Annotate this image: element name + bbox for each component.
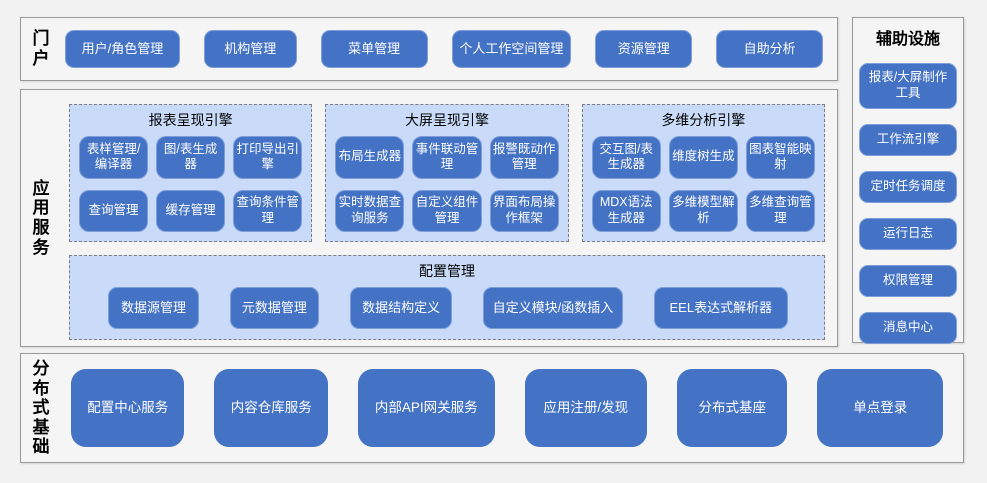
block-permission-management: 权限管理: [859, 265, 957, 297]
block-query-condition-management: 查询条件管理: [233, 189, 303, 233]
block-eel-expression-parser: EEL表达式解析器: [653, 287, 788, 329]
block-realtime-data-query-service: 实时数据查询服务: [335, 189, 405, 233]
block-print-export-engine: 打印导出引擎: [233, 136, 303, 179]
block-personal-workspace-management: 个人工作空间管理: [451, 30, 572, 68]
distributed-base-label: 分布式基础: [32, 359, 50, 457]
auxiliary-block-stack: 报表/大屏制作工具 工作流引擎 定时任务调度 运行日志 权限管理 消息中心: [859, 63, 957, 344]
portal-section-label: 门户: [32, 29, 50, 68]
portal-section: 门户 用户/角色管理 机构管理 菜单管理 个人工作空间管理 资源管理 自助分析: [20, 17, 838, 81]
block-self-service-analysis: 自助分析: [716, 30, 823, 68]
engine-panels-row: 报表呈现引擎 表样管理/编译器 图/表生成器 打印导出引擎 查询管理 缓存管理 …: [69, 104, 825, 243]
block-app-registration-discovery: 应用注册/发现: [524, 369, 648, 447]
engine-block-grid: 布局生成器 事件联动管理 报警既动作管理 实时数据查询服务 自定义组件管理 界面…: [326, 134, 567, 241]
application-services-section: 应用服务 报表呈现引擎 表样管理/编译器 图/表生成器 打印导出引擎 查询管理 …: [20, 89, 838, 347]
block-content-repository-service: 内容仓库服务: [214, 369, 328, 447]
block-multidim-query-management: 多维查询管理: [745, 189, 815, 233]
block-custom-component-management: 自定义组件管理: [412, 189, 482, 233]
distributed-base-section: 分布式基础 配置中心服务 内容仓库服务 内部API网关服务 应用注册/发现 分布…: [20, 353, 964, 463]
block-table-style-management-compiler: 表样管理/编译器: [79, 136, 149, 179]
configuration-management-panel: 配置管理 数据源管理 元数据管理 数据结构定义 自定义模块/函数插入 EEL表达…: [69, 255, 825, 340]
block-workflow-engine: 工作流引擎: [859, 124, 957, 156]
block-runtime-logs: 运行日志: [859, 218, 957, 250]
engine-block-grid: 表样管理/编译器 图/表生成器 打印导出引擎 查询管理 缓存管理 查询条件管理: [70, 134, 311, 241]
block-config-center-service: 配置中心服务: [71, 369, 185, 447]
engine-panel-title: 多维分析引擎: [661, 112, 746, 128]
engine-block-grid: 交互图/表生成器 维度树生成 图表智能映射 MDX语法生成器 多维模型解析 多维…: [583, 134, 824, 241]
block-datasource-management: 数据源管理: [108, 287, 199, 329]
block-resource-management: 资源管理: [595, 30, 693, 68]
block-chart-table-generator: 图/表生成器: [156, 136, 226, 179]
block-report-bigscreen-authoring-tool: 报表/大屏制作工具: [859, 63, 957, 109]
block-chart-smart-mapping: 图表智能映射: [745, 136, 815, 179]
block-alarm-action-management: 报警既动作管理: [489, 136, 559, 179]
portal-block-row: 用户/角色管理 机构管理 菜单管理 个人工作空间管理 资源管理 自助分析: [65, 30, 823, 68]
report-rendering-engine-panel: 报表呈现引擎 表样管理/编译器 图/表生成器 打印导出引擎 查询管理 缓存管理 …: [69, 104, 313, 243]
multidim-analysis-engine-panel: 多维分析引擎 交互图/表生成器 维度树生成 图表智能映射 MDX语法生成器 多维…: [581, 104, 825, 243]
auxiliary-facilities-label: 辅助设施: [875, 31, 940, 48]
block-scheduled-task-dispatch: 定时任务调度: [859, 171, 957, 203]
block-internal-api-gateway-service: 内部API网关服务: [357, 369, 495, 447]
block-multidim-model-parsing: 多维模型解析: [668, 189, 738, 233]
block-ui-layout-operation-framework: 界面布局操作框架: [489, 189, 559, 233]
config-panel-title: 配置管理: [419, 263, 475, 280]
block-organization-management: 机构管理: [203, 30, 297, 68]
bigscreen-rendering-engine-panel: 大屏呈现引擎 布局生成器 事件联动管理 报警既动作管理 实时数据查询服务 自定义…: [325, 104, 569, 243]
block-event-linkage-management: 事件联动管理: [412, 136, 482, 179]
block-user-role-management: 用户/角色管理: [65, 30, 180, 68]
block-layout-generator: 布局生成器: [335, 136, 405, 179]
application-services-content: 报表呈现引擎 表样管理/编译器 图/表生成器 打印导出引擎 查询管理 缓存管理 …: [67, 90, 827, 346]
block-interactive-chart-table-generator: 交互图/表生成器: [591, 136, 661, 179]
config-block-row: 数据源管理 元数据管理 数据结构定义 自定义模块/函数插入 EEL表达式解析器: [70, 285, 824, 339]
block-message-center: 消息中心: [859, 312, 957, 344]
block-data-structure-definition: 数据结构定义: [349, 287, 453, 329]
distributed-block-row: 配置中心服务 内容仓库服务 内部API网关服务 应用注册/发现 分布式基座 单点…: [71, 369, 943, 447]
application-services-label: 应用服务: [32, 178, 50, 257]
block-distributed-foundation: 分布式基座: [677, 369, 788, 447]
block-metadata-management: 元数据管理: [229, 287, 319, 329]
block-cache-management: 缓存管理: [156, 189, 226, 233]
engine-panel-title: 大屏呈现引擎: [404, 112, 489, 128]
block-single-sign-on: 单点登录: [817, 369, 943, 447]
engine-panel-title: 报表呈现引擎: [148, 112, 233, 128]
auxiliary-facilities-section: 辅助设施 报表/大屏制作工具 工作流引擎 定时任务调度 运行日志 权限管理 消息…: [852, 17, 964, 344]
block-query-management: 查询管理: [79, 189, 149, 233]
block-mdx-syntax-generator: MDX语法生成器: [591, 189, 661, 233]
block-dimension-tree-generation: 维度树生成: [668, 136, 738, 179]
block-menu-management: 菜单管理: [320, 30, 428, 68]
block-custom-module-function-insert: 自定义模块/函数插入: [483, 287, 623, 329]
